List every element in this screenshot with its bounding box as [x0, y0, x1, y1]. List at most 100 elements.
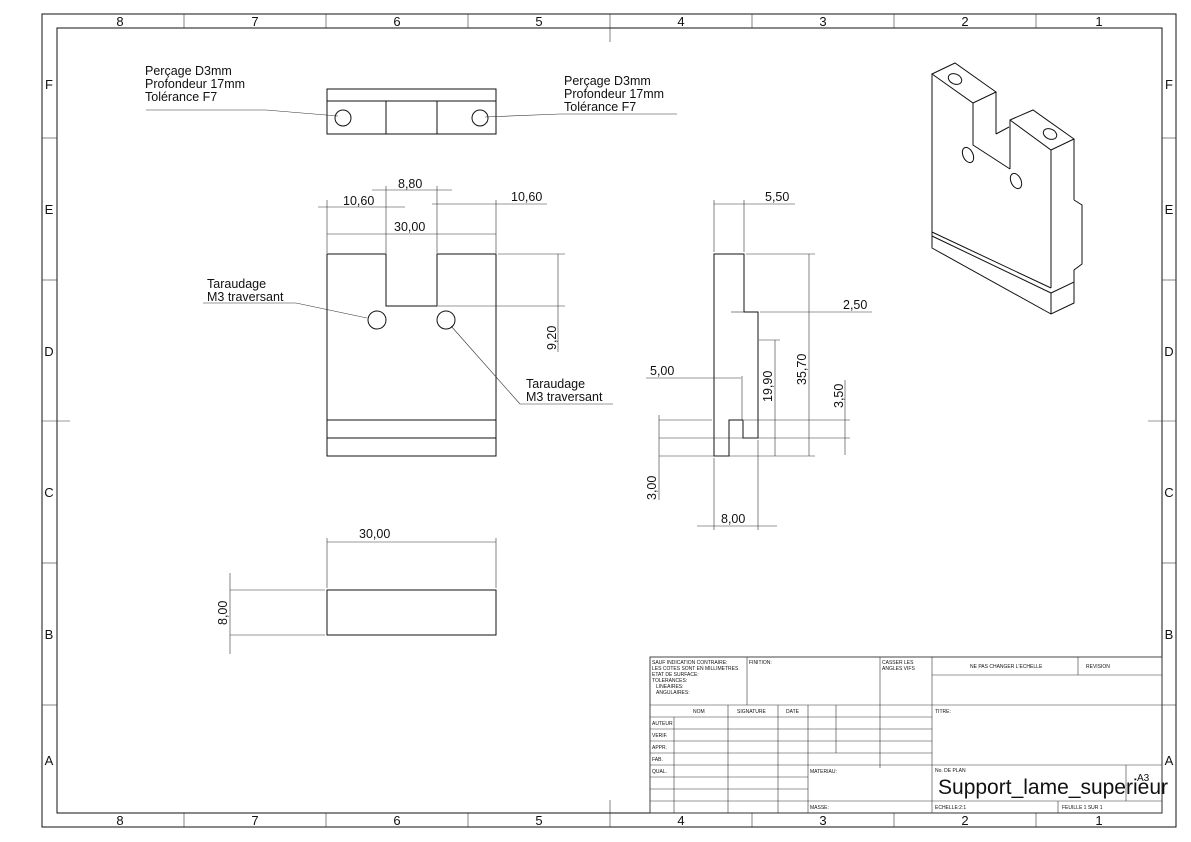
tb-materiau: MATERIAU:	[810, 769, 837, 775]
tb-general-notes-2: LES COTES SONT EN MILLIMETRES	[652, 666, 739, 672]
tb-general-notes-1: SAUF INDICATION CONTRAIRE:	[652, 660, 727, 666]
zone-row-d-right: D	[1164, 344, 1173, 359]
zone-row-a-left: A	[45, 753, 54, 768]
tb-row-qual: QUAL.	[652, 769, 667, 775]
tb-finition: FINITION:	[749, 660, 772, 666]
title-block-lines	[649, 656, 1163, 814]
zone-row-c-right: C	[1164, 485, 1173, 500]
dim-8-80: 8,80	[398, 177, 422, 191]
note-drill-left-line1: Perçage D3mm	[145, 64, 232, 78]
zone-col-7-bottom: 7	[251, 813, 258, 828]
zone-row-e-left: E	[45, 202, 54, 217]
zone-col-8-top: 8	[116, 14, 123, 29]
zone-dividers	[42, 14, 1176, 827]
note-drill-right-line2: Profondeur 17mm	[564, 87, 664, 101]
zone-col-6-top: 6	[393, 14, 400, 29]
tb-general-notes-4: TOLERANCES:	[652, 678, 687, 684]
dim-9-20: 9,20	[545, 326, 559, 350]
tb-feuille: FEUILLE 1 SUR 1	[1062, 805, 1103, 811]
bottom-view	[326, 589, 497, 636]
tb-row-appr: APPR.	[652, 745, 667, 751]
dim-5-00: 5,00	[650, 364, 674, 378]
zone-col-2-top: 2	[961, 14, 968, 29]
zone-col-8-bottom: 8	[116, 813, 123, 828]
zone-col-2-bottom: 2	[961, 813, 968, 828]
zone-row-d-left: D	[44, 344, 53, 359]
dim-8-00-side: 8,00	[721, 512, 745, 526]
tb-row-auteur: AUTEUR	[652, 721, 673, 727]
note-tap-left-line1: Taraudage	[207, 277, 266, 291]
tb-revision: REVISION	[1086, 664, 1110, 670]
zone-col-6-bottom: 6	[393, 813, 400, 828]
dim-35-70: 35,70	[795, 354, 809, 385]
tb-format: A3	[1137, 773, 1150, 784]
dim-8-00-bottom: 8,00	[216, 601, 230, 625]
bottom-view-dimensions: 30,00 8,00	[216, 527, 390, 625]
zone-row-b-right: B	[1165, 627, 1174, 642]
dim-3-50: 3,50	[832, 384, 846, 408]
top-view-leaders	[146, 109, 677, 118]
zone-row-e-right: E	[1165, 202, 1174, 217]
front-view	[326, 253, 497, 457]
note-drill-left: Perçage D3mm Profondeur 17mm Tolérance F…	[145, 64, 245, 104]
zone-row-f-right: F	[1165, 77, 1173, 92]
front-view-dimension-lines	[203, 186, 613, 405]
tb-col-date: DATE	[786, 709, 800, 715]
side-view-dimension-lines	[646, 200, 872, 530]
tb-ne-pas-changer: NE PAS CHANGER L'ECHELLE	[970, 664, 1043, 670]
tb-titre: TITRE:	[935, 709, 951, 715]
zone-row-c-left: C	[44, 485, 53, 500]
side-view-dimensions: 5,50 2,50 35,70 19,90 5,00 3,50 3,00 8,0…	[645, 190, 867, 526]
bottom-view-dimension-lines	[229, 538, 497, 654]
note-drill-left-line2: Profondeur 17mm	[145, 77, 245, 91]
isometric-view	[931, 62, 1083, 315]
note-tap-right-line1: Taraudage	[526, 377, 585, 391]
title-block: SAUF INDICATION CONTRAIRE: LES COTES SON…	[652, 660, 1168, 811]
tb-casser-1: CASSER LES	[882, 660, 914, 666]
zone-col-5-bottom: 5	[535, 813, 542, 828]
dim-5-50: 5,50	[765, 190, 789, 204]
tb-casser-2: ANGLES VIFS	[882, 666, 915, 672]
tb-general-notes-5: LINEAIRES:	[656, 684, 684, 690]
tb-col-nom: NOM	[693, 709, 705, 715]
zone-col-1-bottom: 1	[1095, 813, 1102, 828]
note-drill-right: Perçage D3mm Profondeur 17mm Tolérance F…	[564, 74, 664, 114]
zone-col-3-top: 3	[819, 14, 826, 29]
tb-general-notes-3: ETAT DE SURFACE:	[652, 672, 699, 678]
note-drill-right-line1: Perçage D3mm	[564, 74, 651, 88]
zone-labels: 8 7 6 5 4 3 2 1 8 7 6 5 4 3 2 1 F E D C …	[44, 14, 1173, 828]
tb-echelle: ECHELLE:2:1	[935, 805, 966, 811]
zone-col-4-bottom: 4	[677, 813, 684, 828]
dim-2-50: 2,50	[843, 298, 867, 312]
zone-col-3-bottom: 3	[819, 813, 826, 828]
tb-col-signature: SIGNATURE	[737, 709, 766, 715]
dim-30-00-front: 30,00	[394, 220, 425, 234]
note-tap-left-line2: M3 traversant	[207, 290, 284, 304]
dim-3-00: 3,00	[645, 476, 659, 500]
zone-row-a-right: A	[1165, 753, 1174, 768]
dim-10-60-right: 10,60	[511, 190, 542, 204]
note-tap-left: Taraudage M3 traversant	[207, 277, 284, 304]
outer-border	[41, 13, 1177, 828]
dim-30-00-bottom: 30,00	[359, 527, 390, 541]
note-tap-right-line2: M3 traversant	[526, 390, 603, 404]
zone-col-1-top: 1	[1095, 14, 1102, 29]
zone-row-f-left: F	[45, 77, 53, 92]
inner-border	[56, 27, 1163, 814]
tb-masse: MASSE:	[810, 805, 829, 811]
note-tap-right: Taraudage M3 traversant	[526, 377, 603, 404]
tb-row-verif: VERIF.	[652, 733, 668, 739]
dim-19-90: 19,90	[761, 371, 775, 402]
side-view	[713, 253, 759, 457]
front-view-dimensions: 8,80 10,60 10,60 30,00 9,20	[343, 177, 559, 350]
zone-col-7-top: 7	[251, 14, 258, 29]
tb-general-notes-6: ANGULAIRES:	[656, 690, 690, 696]
zone-col-5-top: 5	[535, 14, 542, 29]
zone-row-b-left: B	[45, 627, 54, 642]
note-drill-right-line3: Tolérance F7	[564, 100, 636, 114]
top-view	[326, 88, 497, 135]
tb-row-fab: FAB.	[652, 757, 663, 763]
tb-no-plan: No. DE PLAN	[935, 768, 966, 774]
zone-col-4-top: 4	[677, 14, 684, 29]
